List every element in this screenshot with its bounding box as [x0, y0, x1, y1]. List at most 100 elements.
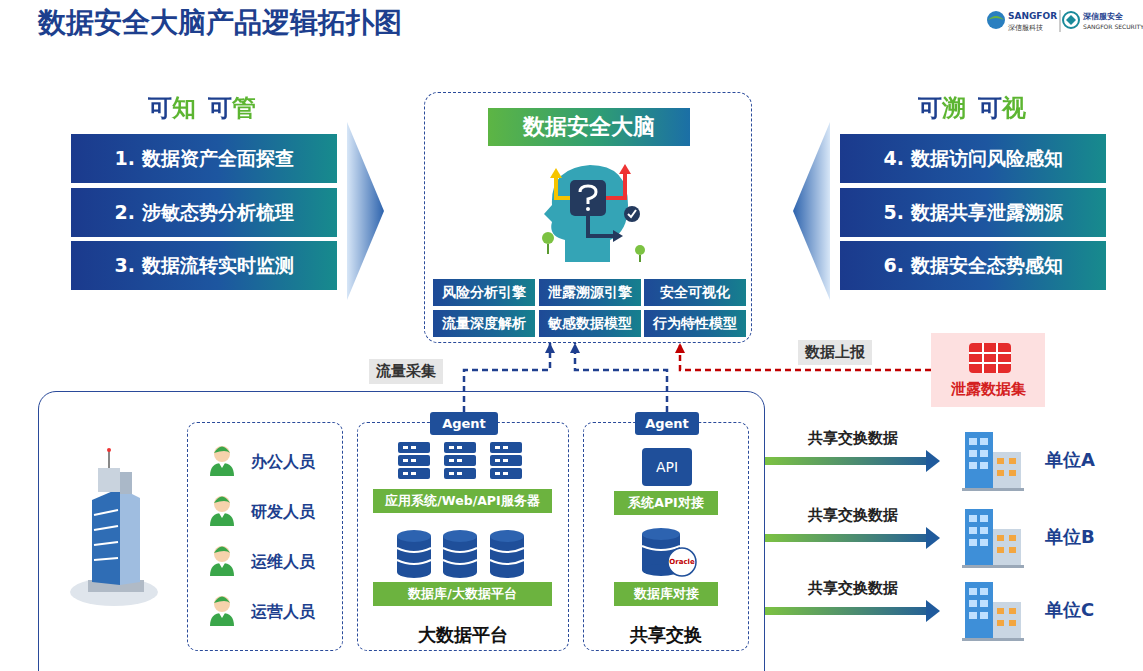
- server-icon: [490, 442, 522, 453]
- section-heading: 可视: [978, 92, 1026, 124]
- node-text: 敏感数据模型: [539, 310, 641, 337]
- server-icon: [444, 442, 476, 479]
- brain-illustration: [639, 255, 641, 262]
- server-icon: [403, 459, 408, 462]
- connector: [464, 343, 550, 412]
- office-building: [107, 448, 111, 452]
- unit-building: [965, 582, 993, 640]
- unit-building: [993, 452, 1021, 490]
- server-icon: [411, 459, 416, 462]
- node-text: 6. 数据安全态势感知: [840, 241, 1106, 290]
- office-building: [94, 526, 118, 530]
- section-heading: 可知: [148, 92, 196, 124]
- diagram-title: 数据安全大脑产品逻辑拓扑图: [38, 4, 402, 42]
- server-icon: [490, 468, 522, 479]
- unit-building: [980, 438, 988, 445]
- person-icon: [214, 497, 230, 504]
- logo-text: 深信服科技: [1008, 23, 1043, 33]
- database-icon: [443, 548, 477, 552]
- server-icon: [411, 446, 416, 449]
- database-icon: [397, 530, 431, 542]
- unit-building: [997, 620, 1004, 626]
- brain-illustration: [547, 244, 549, 254]
- unit-building: [969, 450, 977, 457]
- person-icon: [214, 446, 230, 462]
- unit-building: [962, 432, 1024, 491]
- node-text: API: [642, 448, 692, 486]
- server-icon: [457, 472, 462, 475]
- platform-group: 大数据平台Agent应用系统/Web/API服务器数据库/大数据平台: [357, 422, 569, 651]
- edge-label: 共享交换数据: [808, 579, 898, 598]
- component-label: 数据库对接: [614, 582, 718, 606]
- oracle-db-icon: [642, 528, 680, 540]
- person-icon: [210, 596, 234, 626]
- node-text: 单位A: [1045, 448, 1095, 472]
- server-icon: [490, 442, 522, 479]
- agent-tab: Agent: [430, 412, 498, 435]
- leak-icon: [982, 343, 984, 373]
- logo-mark: [987, 10, 1079, 32]
- person-icon: [219, 513, 225, 518]
- node-text: 单位B: [1045, 525, 1095, 549]
- node-text: 研发人员: [251, 502, 315, 523]
- staff-group: 办公人员研发人员运维人员运营人员: [187, 422, 343, 651]
- leak-icon: [969, 343, 1011, 373]
- unit-building: [997, 608, 1004, 614]
- node-text: 运维人员: [251, 552, 315, 573]
- database-icon: [397, 566, 431, 578]
- database-icon: [443, 530, 477, 542]
- server-icon: [398, 442, 430, 479]
- unit-building: [962, 565, 1024, 568]
- node-text: 单位C: [1045, 598, 1094, 622]
- person-icon: [214, 596, 230, 612]
- server-icon: [444, 455, 476, 466]
- unit-building: [980, 600, 988, 607]
- leak-icon: [969, 362, 1011, 364]
- unit-building: [1009, 458, 1016, 464]
- person-icon: [219, 613, 225, 618]
- office-building: [120, 472, 132, 494]
- edge-label: 流量采集: [369, 359, 443, 384]
- brain-illustration: [542, 232, 554, 244]
- database-icon: [397, 560, 431, 564]
- connector: [680, 343, 931, 370]
- unit-building: [980, 612, 988, 619]
- brain-illustration: [580, 186, 596, 204]
- brain-illustration: [542, 164, 645, 262]
- api-box: API: [642, 448, 692, 486]
- office-building: [120, 488, 140, 585]
- section-heading: 可溯: [918, 92, 966, 124]
- unit-building: [962, 582, 1024, 641]
- logo-text: SANGFOR SECURITY: [1083, 23, 1143, 30]
- brain-illustration: [613, 230, 623, 242]
- server-icon: [411, 472, 416, 475]
- unit-building: [969, 527, 977, 534]
- node-text: Agent: [430, 412, 498, 435]
- logo-text: SANGFOR: [1008, 11, 1057, 21]
- capability-band: 6. 数据安全态势感知: [840, 241, 1106, 290]
- node-text: 系统API对接: [614, 491, 718, 515]
- node-text: 1. 数据资产全面探查: [71, 134, 337, 183]
- brain-illustration: [606, 172, 625, 198]
- node-text: 4. 数据访问风险感知: [840, 134, 1106, 183]
- unit-building: [980, 527, 988, 534]
- server-icon: [495, 472, 500, 475]
- unit-building: [980, 588, 988, 595]
- unit-node: 单位A: [940, 428, 1100, 494]
- person-icon: [210, 613, 234, 626]
- engine-box: 行为特性模型: [644, 310, 746, 337]
- edge-label: 共享交换数据: [808, 506, 898, 525]
- oracle-db-icon: [642, 564, 680, 576]
- edge-label: 共享交换数据: [808, 429, 898, 448]
- brain-illustration: [635, 245, 645, 255]
- right-chevron: [793, 122, 830, 300]
- database-icon: [443, 530, 477, 578]
- office-building: [70, 448, 158, 606]
- database-icon: [397, 548, 431, 552]
- office-building: [94, 542, 118, 545]
- server-icon: [457, 446, 462, 449]
- office-building: [94, 510, 118, 515]
- server-icon: [503, 472, 508, 475]
